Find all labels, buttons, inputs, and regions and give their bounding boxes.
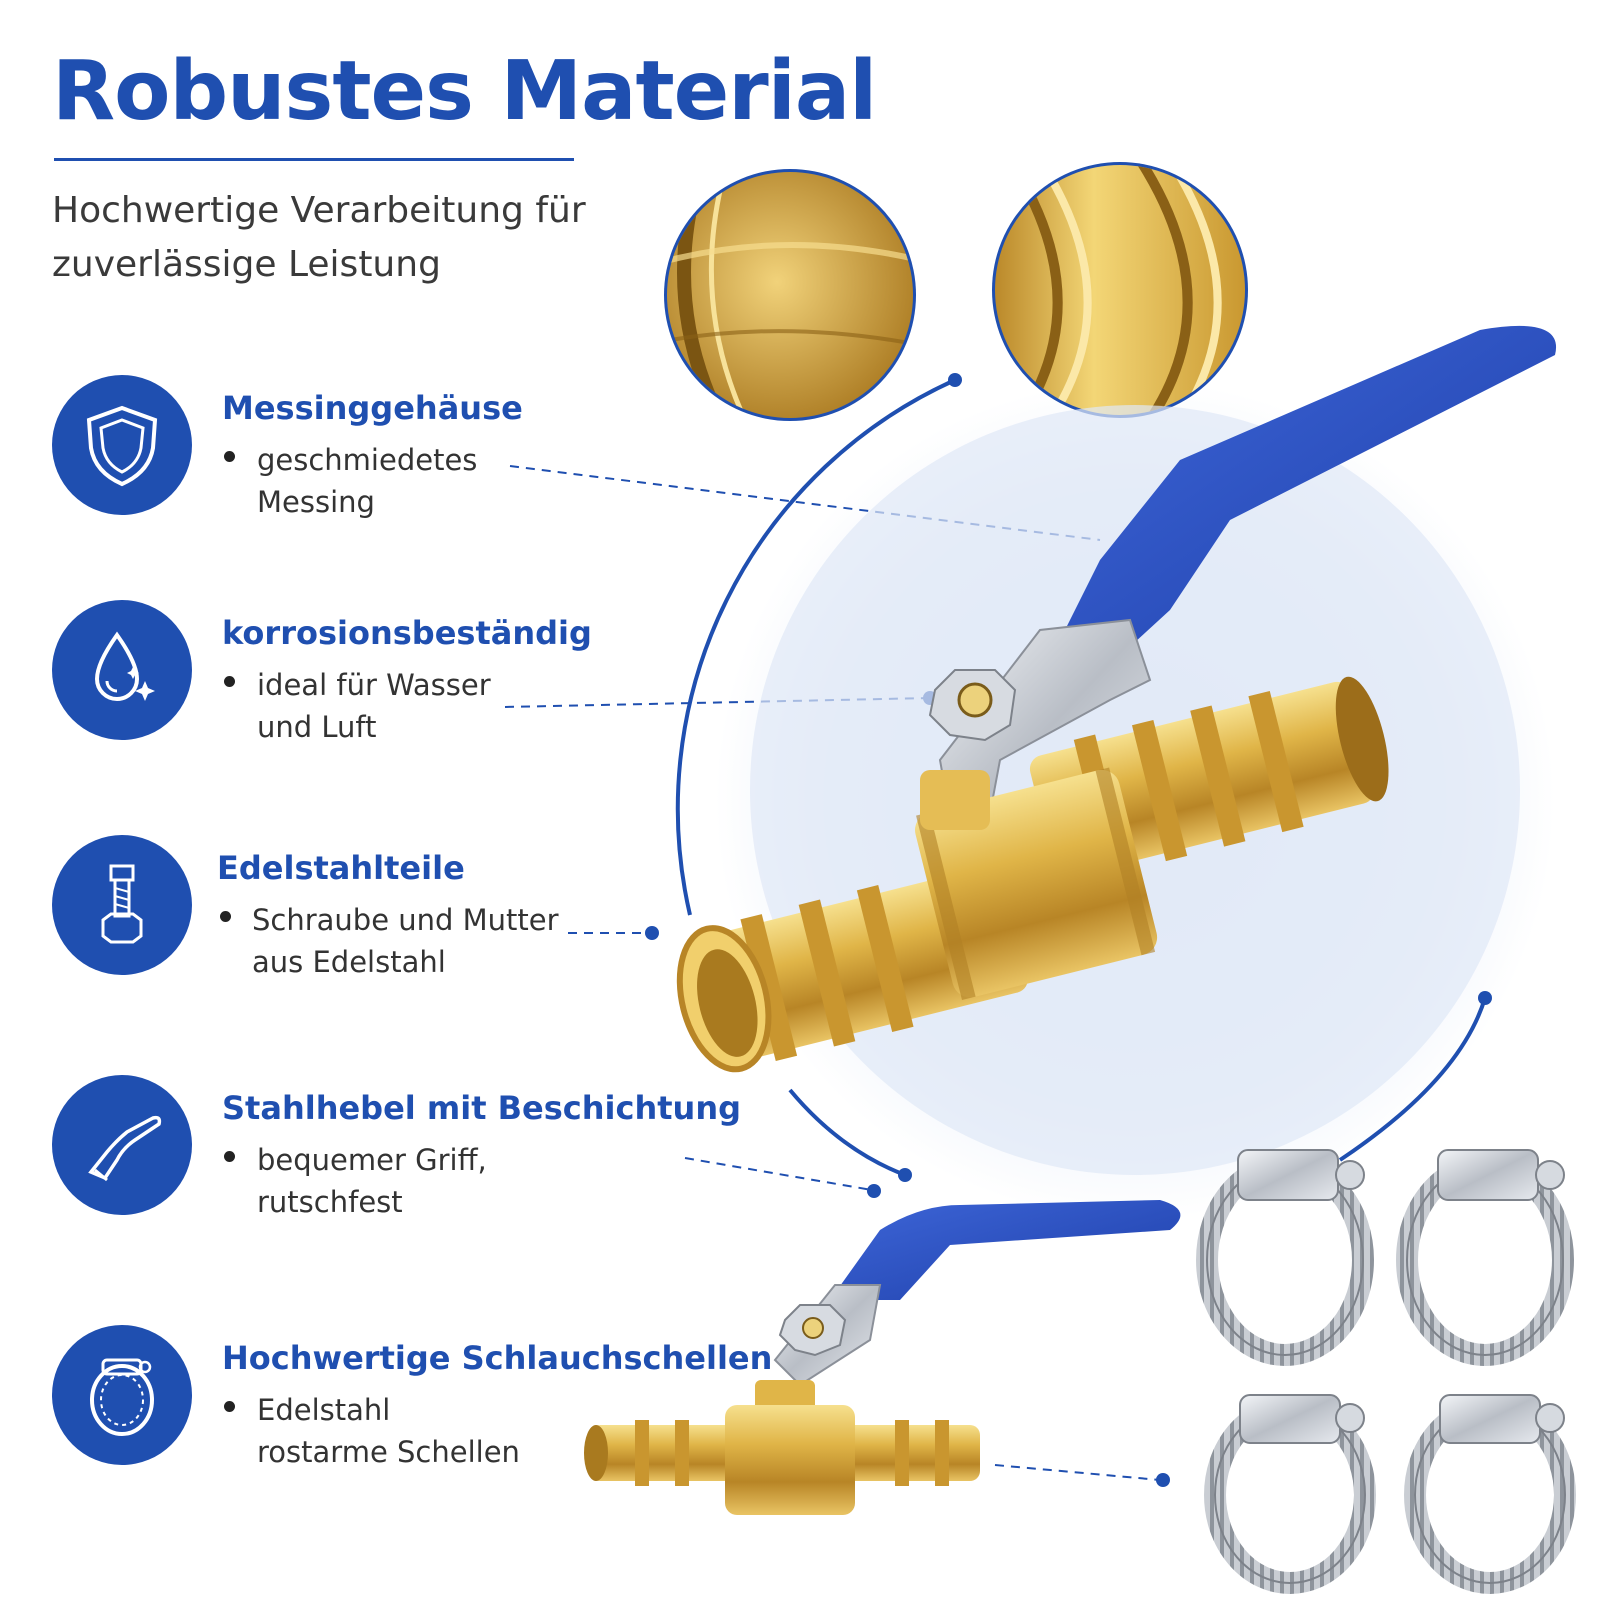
- bullet-dot: [224, 676, 235, 687]
- shield-icon: [52, 375, 192, 515]
- decor-arc-right: [1338, 997, 1487, 1162]
- feature-edelstahlteile: Edelstahlteile Schraube und Mutter aus E…: [52, 835, 692, 985]
- feature-title: Messinggehäuse: [222, 389, 523, 427]
- feature-schlauchschellen: Hochwertige Schlauchschellen Edelstahl r…: [52, 1325, 772, 1475]
- callout-line-4: [684, 1157, 873, 1191]
- feature-title: Hochwertige Schlauchschellen: [222, 1339, 773, 1377]
- feature-desc-line: und Luft: [257, 710, 377, 744]
- feature-title: Stahlhebel mit Beschichtung: [222, 1089, 742, 1127]
- feature-description: bequemer Griff, rutschfest: [257, 1139, 487, 1223]
- title-underline: [54, 158, 574, 161]
- feature-description: ideal für Wasser und Luft: [257, 664, 491, 748]
- subtitle-line-2: zuverlässige Leistung: [52, 244, 441, 285]
- ball-valve-large: [676, 325, 1557, 1073]
- hose-clamp: [1396, 1149, 1574, 1366]
- feature-korrosionsbestaendig: korrosionsbeständig ideal für Wasser und…: [52, 600, 692, 750]
- feature-desc-line: rutschfest: [257, 1185, 403, 1219]
- feature-stahlhebel: Stahlhebel mit Beschichtung bequemer Gri…: [52, 1075, 741, 1225]
- feature-desc-line: ideal für Wasser: [257, 668, 491, 702]
- barb-closeup: [992, 162, 1248, 418]
- lever-handle-icon: [52, 1075, 192, 1215]
- callout-line-5: [994, 1464, 1161, 1481]
- water-drop-icon: [52, 600, 192, 740]
- feature-description: Schraube und Mutter aus Edelstahl: [252, 899, 559, 983]
- arc-end-dot: [1478, 991, 1492, 1005]
- decor-arc-left: [675, 378, 956, 916]
- bolt-nut-icon: [52, 835, 192, 975]
- bullet-dot: [224, 451, 235, 462]
- callout-line-1: [509, 465, 1101, 541]
- feature-description: Edelstahl rostarme Schellen: [257, 1389, 520, 1473]
- feature-desc-line: aus Edelstahl: [252, 945, 446, 979]
- feature-desc-line: Edelstahl: [257, 1393, 391, 1427]
- feature-description: geschmiedetes Messing: [257, 439, 477, 523]
- subtitle-line-1: Hochwertige Verarbeitung für: [52, 190, 586, 231]
- page-subtitle: Hochwertige Verarbeitung für zuverlässig…: [52, 184, 652, 292]
- hose-clamp: [1196, 1149, 1374, 1366]
- callout-dot: [1156, 1473, 1170, 1487]
- feature-title: korrosionsbeständig: [222, 614, 592, 652]
- bullet-dot: [224, 1401, 235, 1412]
- brass-texture-closeup: [664, 169, 916, 421]
- feature-desc-line: Schraube und Mutter: [252, 903, 559, 937]
- feature-desc-line: Messing: [257, 485, 375, 519]
- feature-desc-line: rostarme Schellen: [257, 1435, 520, 1469]
- callout-dot: [867, 1184, 881, 1198]
- arc-end-dot: [948, 373, 962, 387]
- hose-clamps-4: [1196, 1149, 1576, 1594]
- feature-desc-line: bequemer Griff,: [257, 1143, 487, 1177]
- hose-clamp: [1204, 1394, 1376, 1594]
- feature-desc-line: geschmiedetes: [257, 443, 478, 477]
- decor-arc-bottom: [788, 1088, 906, 1177]
- page-title: Robustes Material: [52, 44, 877, 139]
- ball-valve-small: [584, 1200, 1181, 1515]
- hose-clamp-icon: [52, 1325, 192, 1465]
- bullet-dot: [224, 1151, 235, 1162]
- feature-messinggehaeuse: Messinggehäuse geschmiedetes Messing: [52, 375, 692, 525]
- callout-dot: [645, 926, 659, 940]
- arc-end-dot: [898, 1168, 912, 1182]
- feature-title: Edelstahlteile: [217, 849, 465, 887]
- hose-clamp: [1404, 1394, 1576, 1594]
- bullet-dot: [220, 911, 231, 922]
